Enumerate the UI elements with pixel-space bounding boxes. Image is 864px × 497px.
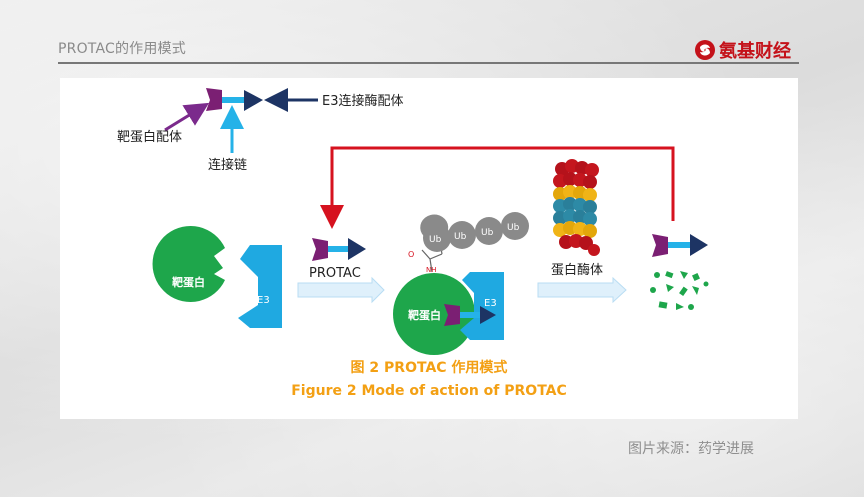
protac-diagram: 靶蛋白配体 连接链 E3连接酶配体 靶蛋白 E3 PROTAC bbox=[117, 88, 709, 355]
legend-label-linker: 连接链 bbox=[208, 157, 247, 173]
free-target-protein-label: 靶蛋白 bbox=[172, 275, 205, 289]
ub-label-2: Ub bbox=[454, 232, 467, 242]
brand-logo: 氨基财经 bbox=[694, 38, 791, 62]
step-arrow-2 bbox=[537, 276, 627, 304]
figure-panel: 靶蛋白配体 连接链 E3连接酶配体 靶蛋白 E3 PROTAC bbox=[60, 78, 798, 419]
header-divider bbox=[58, 62, 799, 64]
legend-protac-molecule: 靶蛋白配体 连接链 E3连接酶配体 bbox=[117, 88, 404, 173]
brand-emblem-icon bbox=[695, 40, 715, 60]
legend-e3-ligand-shape bbox=[244, 90, 263, 111]
complex-e3-ligase bbox=[460, 272, 504, 340]
legend-linker-shape bbox=[222, 97, 244, 103]
amide-nh: NH bbox=[426, 266, 437, 274]
ubiquitin-chain: Ub Ub Ub Ub bbox=[420, 212, 529, 252]
complex-target-protein-label: 靶蛋白 bbox=[408, 308, 441, 322]
legend-pointer-target-ligand bbox=[164, 102, 210, 132]
figure-caption-chinese: 图 2 PROTAC 作用模式 bbox=[350, 360, 508, 376]
free-e3-label: E3 bbox=[257, 295, 270, 306]
step-arrow-1 bbox=[297, 276, 385, 304]
image-source-credit: 图片来源：药学进展 bbox=[628, 441, 754, 457]
page-header-title: PROTAC的作用模式 bbox=[58, 41, 186, 57]
amide-oxygen: O bbox=[408, 250, 414, 259]
recycle-loop-arrow bbox=[320, 146, 675, 229]
proteasome-structure bbox=[553, 159, 600, 256]
ub-label-4: Ub bbox=[507, 223, 520, 233]
protac-molecule-middle: PROTAC bbox=[309, 238, 366, 281]
ternary-complex: 靶蛋白 E3 O NH bbox=[393, 241, 504, 355]
protac-label: PROTAC bbox=[309, 266, 361, 281]
brand-name: 氨基财经 bbox=[719, 41, 791, 62]
complex-target-protein bbox=[393, 273, 475, 355]
complex-e3-label: E3 bbox=[484, 298, 497, 309]
ub-label-3: Ub bbox=[481, 228, 494, 238]
free-target-protein: 靶蛋白 bbox=[152, 226, 225, 302]
proteasome-label: 蛋白酶体 bbox=[551, 262, 603, 278]
degraded-peptide-fragments bbox=[650, 271, 709, 310]
ub-label-1: Ub bbox=[429, 235, 442, 245]
legend-label-target-ligand: 靶蛋白配体 bbox=[117, 129, 182, 145]
protac-molecule-recycled bbox=[652, 234, 708, 257]
legend-label-e3-ligand: E3连接酶配体 bbox=[322, 93, 404, 109]
free-e3-ligase: E3 bbox=[238, 245, 282, 328]
legend-target-ligand-shape bbox=[206, 88, 222, 111]
figure-caption-english: Figure 2 Mode of action of PROTAC bbox=[291, 383, 567, 399]
